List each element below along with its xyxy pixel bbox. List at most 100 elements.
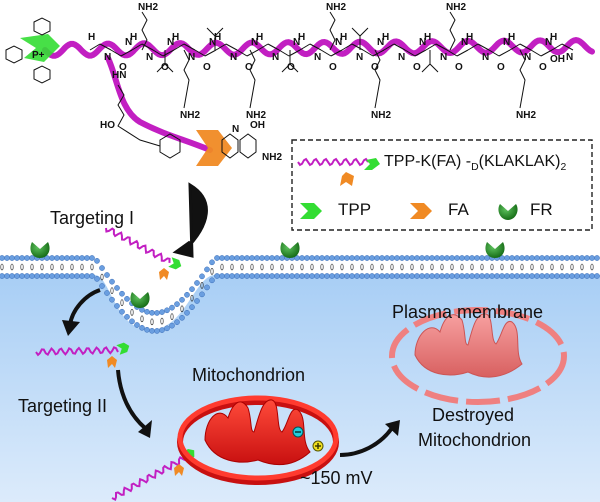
lipid-head-inner: [154, 328, 160, 334]
lipid-head-inner: [434, 273, 440, 279]
lipid-head-inner: [174, 319, 180, 325]
lipid-head-inner: [144, 326, 150, 333]
lipid-head-inner: [239, 273, 245, 279]
lipid-head-outer: [394, 255, 400, 261]
lipid-tail: [360, 263, 364, 271]
lipid-head-inner: [129, 318, 135, 325]
lipid-head-outer: [424, 255, 430, 261]
label-targeting-2: Targeting II: [18, 396, 108, 416]
lipid-head-outer: [419, 255, 425, 261]
bond: [498, 49, 511, 57]
atom-label: N: [188, 52, 195, 63]
label-plasma-membrane: Plasma membrane: [392, 302, 544, 322]
amine-label: NH2: [326, 2, 346, 13]
lipid-head-outer: [399, 255, 405, 261]
lipid-head-inner: [379, 273, 385, 279]
lipid-head-outer: [114, 285, 120, 291]
lipid-head-inner: [209, 277, 215, 284]
lipid-tail: [560, 263, 564, 271]
compound-sub: D: [471, 162, 479, 174]
lipid-head-inner: [359, 273, 365, 279]
lipid-tail: [550, 263, 554, 271]
fa-chevron-icon: [174, 464, 184, 476]
bond: [372, 49, 385, 57]
atom-label: N: [293, 37, 300, 48]
bond: [131, 43, 143, 51]
bond: [257, 43, 269, 51]
lipid-head-inner: [104, 290, 110, 296]
lipid-head-outer: [319, 255, 325, 261]
lipid-head-inner: [554, 273, 560, 279]
lipid-head-outer: [269, 255, 275, 261]
lipid-tail: [370, 263, 374, 271]
lipid-tail: [220, 263, 224, 271]
lipid-head-inner: [324, 273, 330, 279]
atom-label: N: [377, 37, 384, 48]
lipid-head-inner: [484, 273, 490, 279]
lipid-head-inner: [499, 273, 505, 279]
lipid-head-inner: [344, 273, 350, 279]
lipid-head-inner: [214, 273, 220, 279]
lipid-head-inner: [519, 273, 525, 279]
mitochondrion: [177, 395, 339, 485]
fa-chevron-icon: [159, 268, 169, 280]
lipid-head-outer: [484, 255, 490, 261]
lipid-head-inner: [419, 273, 425, 279]
tpp-chevron-icon: [20, 34, 60, 62]
lipid-head-outer: [204, 266, 210, 273]
lipid-head-inner: [364, 273, 370, 279]
lipid-head-inner: [374, 273, 380, 279]
lipid-head-outer: [469, 255, 475, 261]
atom-label: H: [550, 32, 557, 43]
lipid-tail: [520, 263, 524, 271]
lipid-head-inner: [539, 273, 545, 279]
lipid-head-outer: [219, 255, 225, 261]
bond: [530, 49, 542, 57]
lipid-head-outer: [309, 255, 315, 261]
arrow-targeting-1: [172, 182, 208, 258]
lipid-head-inner: [59, 273, 65, 279]
legend-box: [291, 139, 593, 231]
arrow-head-targeting-2: [138, 420, 152, 438]
lipid-tail: [0, 263, 4, 271]
lipid-head-inner: [409, 273, 415, 279]
lipid-head-inner: [549, 273, 555, 279]
legend-label-fa: FA: [448, 200, 469, 219]
lipid-head-inner: [394, 273, 400, 279]
lipid-head-inner: [244, 273, 250, 279]
bond: [99, 43, 112, 51]
lipid-head-outer: [239, 255, 245, 261]
lipid-tail: [130, 309, 134, 316]
lipid-head-outer: [159, 309, 165, 315]
compound-suffix: (KLAKLAK): [478, 153, 561, 170]
lipid-head-outer: [244, 255, 250, 261]
bond: [477, 43, 490, 51]
folate-receptors: [30, 242, 505, 308]
lipid-head-inner: [574, 273, 580, 279]
lipid-head-outer: [369, 255, 375, 261]
lipid-head-inner: [304, 273, 310, 279]
lipid-head-inner: [474, 273, 480, 279]
lipid-head-inner: [19, 273, 25, 279]
lipid-tail: [270, 263, 274, 271]
legend-fr-icon: [498, 204, 518, 220]
phenyl-rings: [5, 17, 257, 159]
atom-label: O: [119, 62, 127, 73]
bond: [120, 49, 133, 57]
label-destroyed-mitochondrion: Mitochondrion: [418, 430, 532, 450]
lipid-head-inner: [384, 273, 390, 279]
lipid-head-inner: [414, 273, 420, 279]
lipid-tail: [50, 263, 54, 271]
lipid-head-inner: [294, 273, 300, 279]
lipid-head-inner: [224, 273, 230, 279]
atom-label: N: [440, 52, 447, 63]
atom-label: H: [340, 32, 347, 43]
lipid-head-outer: [74, 255, 80, 261]
lipid-head-outer: [474, 255, 480, 261]
lipid-tail: [470, 263, 474, 271]
lipid-head-outer: [354, 255, 360, 261]
lipid-tail: [460, 263, 464, 271]
lipid-head-outer: [84, 255, 90, 261]
lipid-head-outer: [144, 308, 150, 315]
lipid-head-inner: [234, 273, 240, 279]
